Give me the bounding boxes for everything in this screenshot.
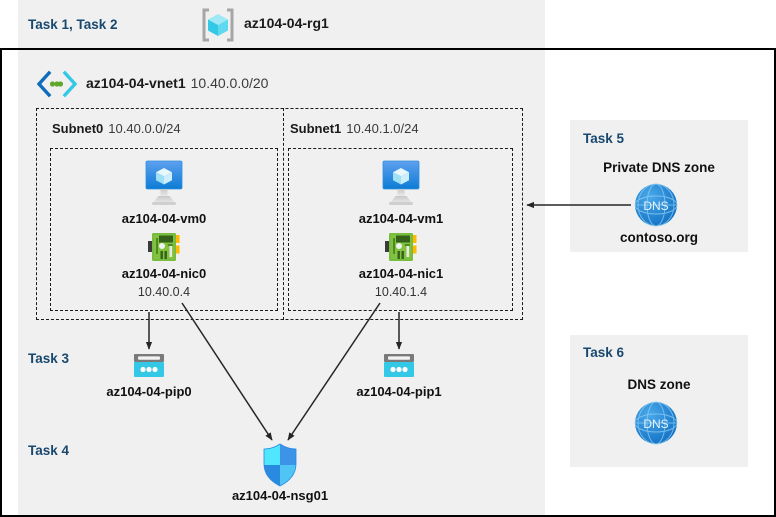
subnet1-cidr: 10.40.1.0/24 <box>346 121 419 136</box>
pip1-label: az104-04-pip1 <box>356 384 442 399</box>
task-label-3: Task 3 <box>28 351 70 366</box>
task-label-5: Task 5 <box>583 131 625 146</box>
pip0-label: az104-04-pip0 <box>106 384 192 399</box>
subnet0-cidr: 10.40.0.0/24 <box>108 121 181 136</box>
subnet0-name: Subnet0 <box>52 121 104 136</box>
nic0-label: az104-04-nic0 <box>121 266 207 281</box>
task6-panel <box>570 335 748 467</box>
subnet0-title: Subnet0 10.40.0.0/24 <box>52 121 181 136</box>
dns-zone-icon: DNS <box>633 400 679 446</box>
subnet1-name: Subnet1 <box>290 121 342 136</box>
resource-group-name-text: az104-04-rg1 <box>244 15 329 31</box>
task-label-4: Task 4 <box>28 443 70 458</box>
diagram-outer-frame <box>0 48 776 517</box>
network-security-group-shield-icon <box>262 443 298 487</box>
task3-panel <box>18 340 545 415</box>
virtual-machine-icon <box>133 159 195 207</box>
private-dns-zone-name: contoso.org <box>620 230 698 245</box>
network-interface-icon <box>383 231 419 263</box>
resource-group-name: az104-04-rg1 <box>244 15 329 31</box>
subnet1-divider <box>283 108 523 320</box>
task-label-1-2: Task 1, Task 2 <box>28 17 118 32</box>
virtual-network-name: az104-04-vnet1 <box>86 75 186 91</box>
nic1-ip: 10.40.1.4 <box>374 285 428 299</box>
dns-zone-icon: DNS <box>633 182 679 228</box>
subnet0-container <box>50 148 278 311</box>
subnet1-title: Subnet1 10.40.1.0/24 <box>290 121 419 136</box>
virtual-network-cidr: 10.40.0.0/20 <box>190 75 269 91</box>
public-ip-address-icon <box>382 352 416 380</box>
nic0-ip: 10.40.0.4 <box>137 285 191 299</box>
virtual-network-icon <box>36 70 78 98</box>
dns-zone-heading: DNS zone <box>627 377 691 392</box>
task-label-6: Task 6 <box>583 345 625 360</box>
private-dns-zone-heading: Private DNS zone <box>603 160 715 175</box>
vm1-label: az104-04-vm1 <box>358 211 444 226</box>
dns-icon-text: DNS <box>643 199 668 213</box>
nic1-label: az104-04-nic1 <box>358 266 444 281</box>
resource-group-icon <box>199 6 237 44</box>
nsg-label: az104-04-nsg01 <box>231 488 329 503</box>
public-ip-address-icon <box>132 352 166 380</box>
dns-icon-text: DNS <box>643 417 668 431</box>
network-interface-icon <box>146 231 182 263</box>
virtual-machine-icon <box>370 159 432 207</box>
vm0-label: az104-04-vm0 <box>121 211 207 226</box>
